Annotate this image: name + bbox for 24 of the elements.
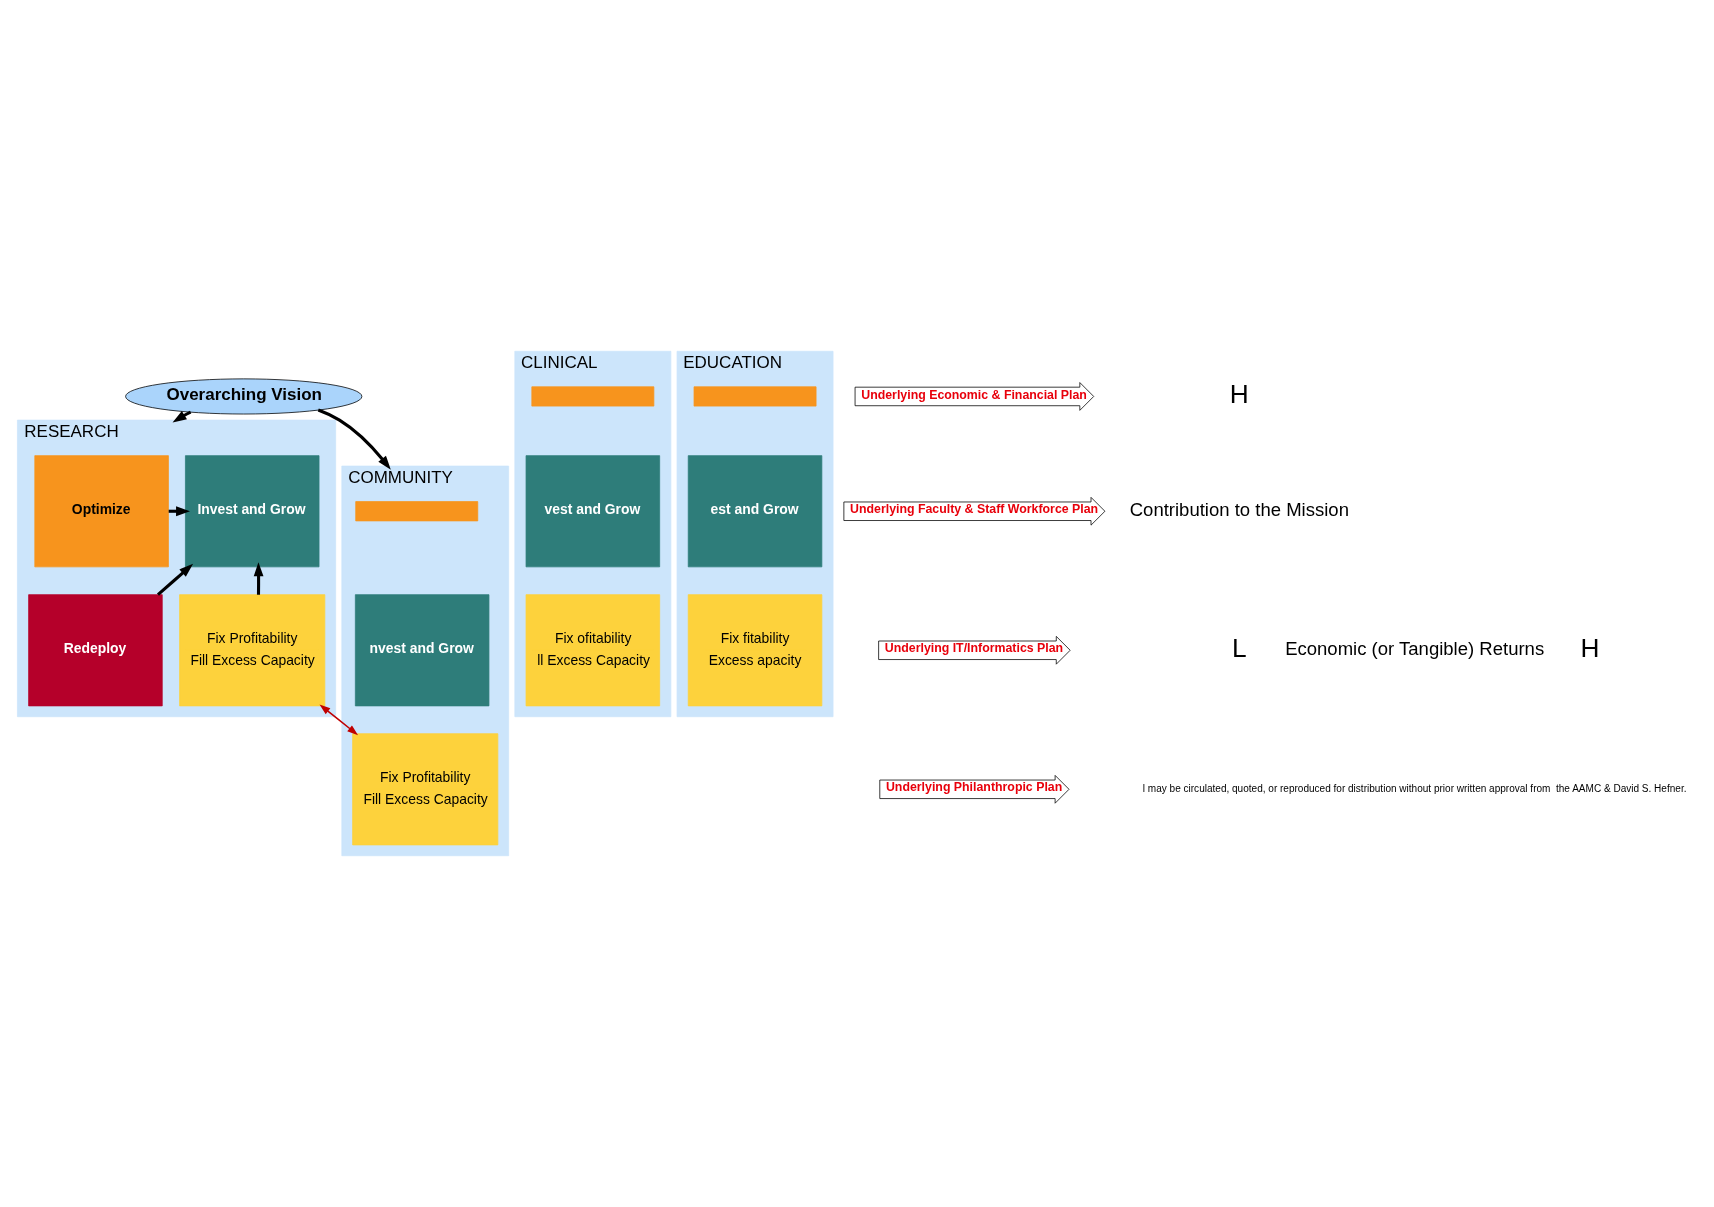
node-box: Optimize: [34, 455, 169, 568]
node-box: Redeploy: [28, 594, 163, 707]
node-box: est and Grow: [687, 455, 823, 568]
arrow: [317, 408, 391, 470]
node-box: [693, 386, 817, 407]
arrow: [253, 562, 264, 595]
node-box: Fix fitability Excess apacity: [687, 594, 823, 707]
node-box: Invest and Grow: [185, 455, 320, 568]
arrow: [156, 563, 194, 596]
node-box: Fix Profitability Fill Excess Capacity: [179, 594, 326, 707]
node-box: Fix Profitability Fill Excess Capacity: [352, 733, 499, 846]
node-box: [355, 501, 479, 522]
label: Economic (or Tangible) Returns: [1285, 638, 1545, 660]
label: l may be circulated, quoted, or reproduced for distribution without prior written approval from the AAMC & David S. Hefner.: [1142, 782, 1687, 794]
node-box: Fix ofitability ll Excess Capacity: [525, 594, 661, 707]
node-box: vest and Grow: [525, 455, 661, 568]
node-box: nvest and Grow: [354, 594, 490, 707]
label: L: [1232, 633, 1247, 663]
label: H: [1580, 633, 1600, 663]
label: H: [1229, 379, 1249, 410]
arrow: [319, 704, 359, 736]
node-ellipse: Overarching Vision: [125, 378, 363, 415]
node-box: [531, 386, 655, 407]
label: Contribution to the Mission: [1129, 499, 1349, 521]
